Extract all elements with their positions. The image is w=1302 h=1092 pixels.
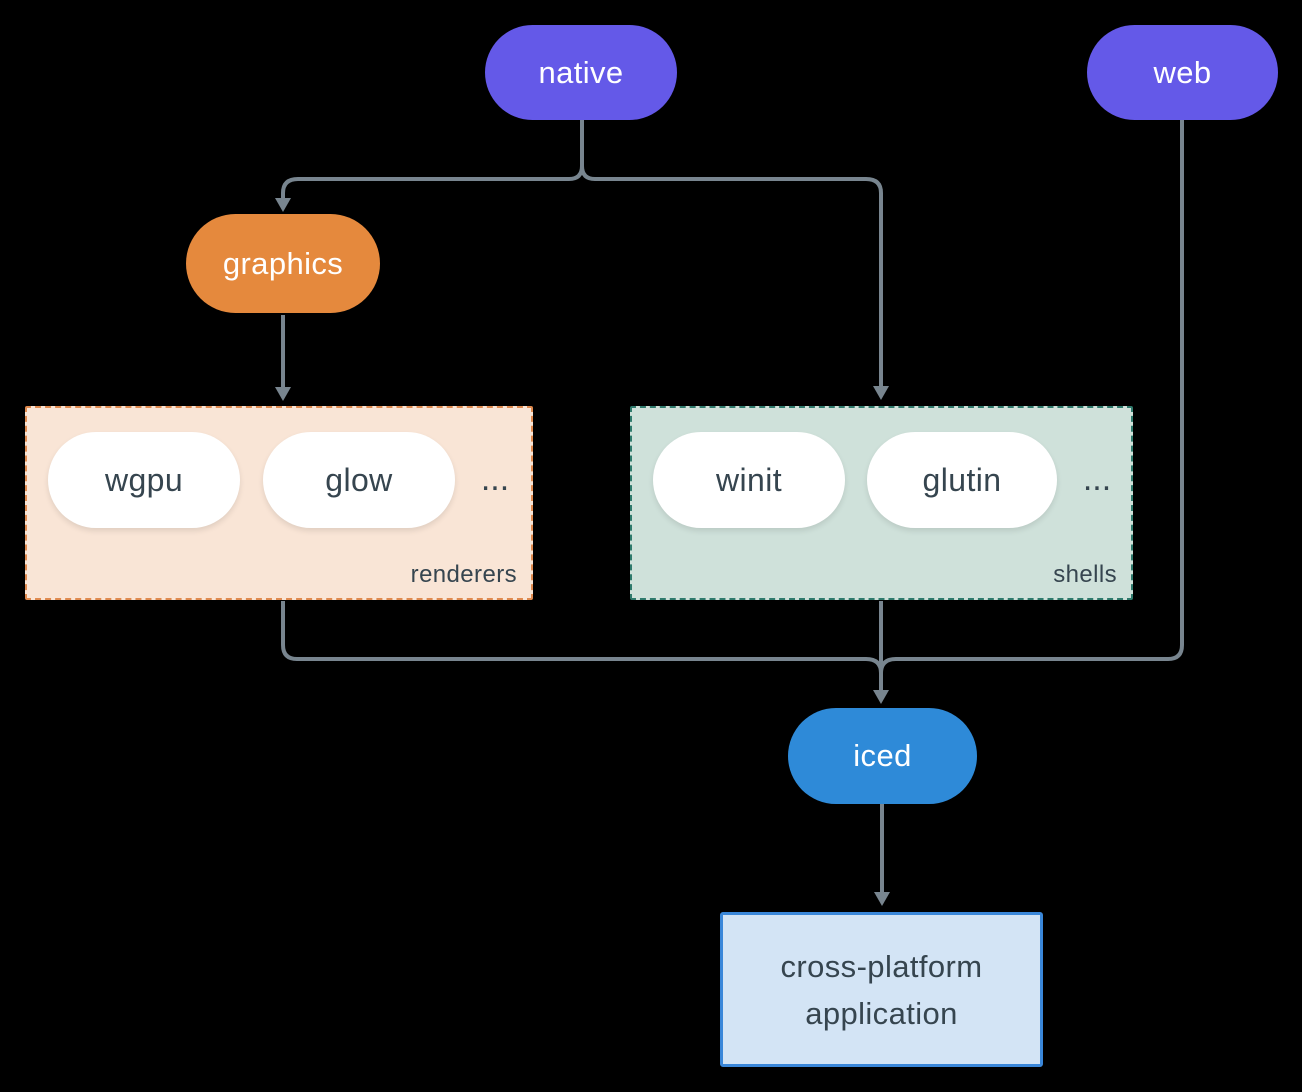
arrowhead-graphics-renderers: [275, 387, 291, 401]
arrowhead-into-iced: [873, 690, 889, 704]
node-native: native: [485, 25, 677, 120]
shells-group-label: shells: [1053, 561, 1117, 588]
application-label-line2: application: [805, 995, 958, 1031]
node-web-label: web: [1153, 54, 1212, 90]
group-renderers: wgpu glow ... renderers: [25, 406, 533, 600]
node-wgpu: wgpu: [48, 432, 240, 528]
node-web: web: [1087, 25, 1278, 120]
group-shells: winit glutin ... shells: [630, 406, 1133, 600]
shells-ellipsis: ...: [1082, 460, 1112, 498]
node-cross-platform-application: cross-platform application: [720, 912, 1043, 1067]
edge-renderers-iced: [281, 601, 883, 674]
renderers-group-label: renderers: [410, 561, 517, 588]
node-iced: iced: [788, 708, 977, 804]
edge-native-shells: [580, 120, 883, 386]
arrowhead-native-shells: [873, 386, 889, 400]
edge-native-graphics: [281, 120, 584, 198]
arrowhead-iced-application: [874, 892, 890, 906]
node-wgpu-label: wgpu: [104, 461, 184, 498]
node-iced-label: iced: [853, 738, 912, 773]
arrowhead-native-graphics: [275, 198, 291, 212]
node-winit: winit: [653, 432, 845, 528]
node-glow-label: glow: [325, 461, 393, 498]
node-glutin: glutin: [867, 432, 1057, 528]
node-graphics: graphics: [186, 214, 380, 313]
application-label-line1: cross-platform: [780, 948, 983, 984]
node-native-label: native: [538, 54, 624, 90]
node-winit-label: winit: [715, 461, 782, 498]
node-graphics-label: graphics: [222, 245, 344, 281]
node-glow: glow: [263, 432, 455, 528]
node-glutin-label: glutin: [922, 461, 1002, 498]
renderers-ellipsis: ...: [480, 460, 510, 498]
